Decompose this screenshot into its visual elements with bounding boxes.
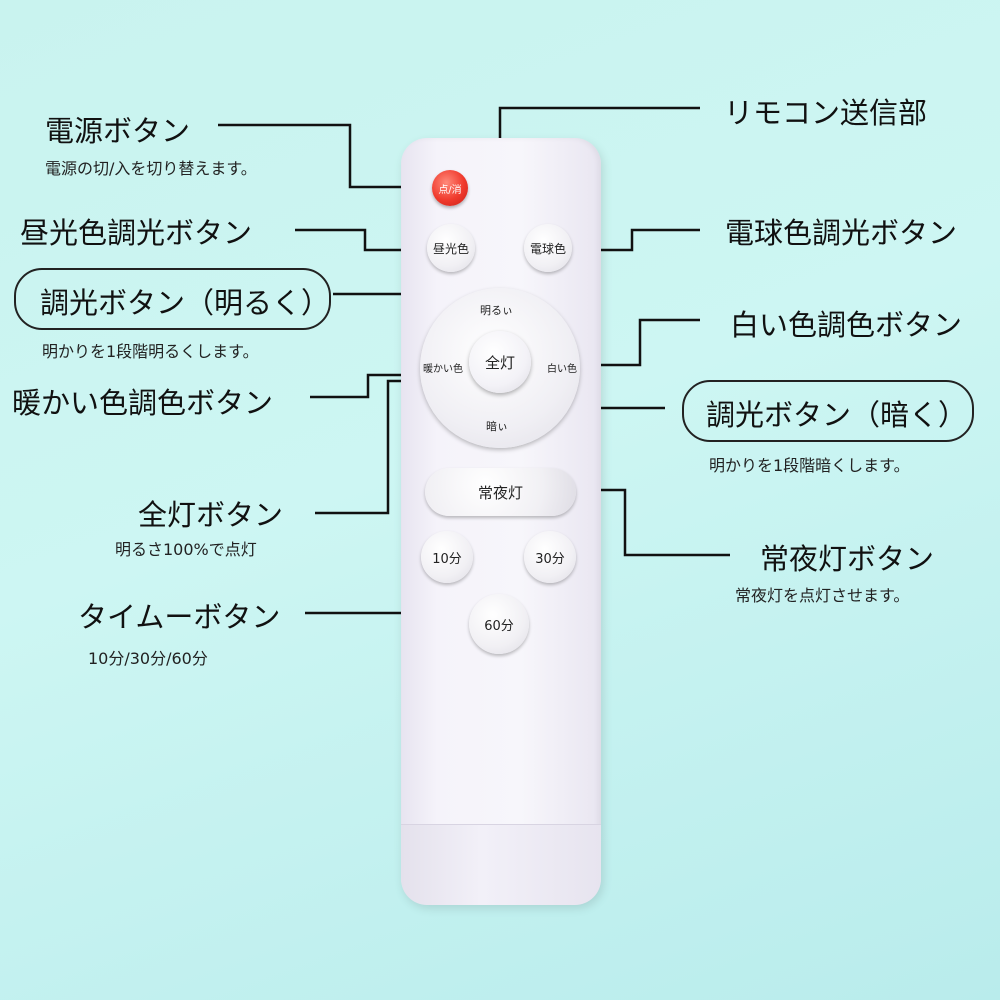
dimmer-ring: 明るぃ 暖かい色 白い色 暗ぃ 全灯 [420, 288, 580, 448]
white-title: 白い色調色ボタン [730, 308, 963, 342]
dark-button[interactable]: 暗ぃ [486, 420, 508, 433]
remote-bottom-cap [401, 824, 601, 905]
night-desc: 常夜灯を点灯させます。 [735, 586, 910, 605]
dark-title: 調光ボタン（暗く） [682, 380, 974, 442]
full-desc: 明るさ100%で点灯 [115, 540, 257, 559]
warm-color-button[interactable]: 暖かい色 [423, 364, 463, 375]
remote-control: 点/消 昼光色 電球色 明るぃ 暖かい色 白い色 暗ぃ 全灯 常夜灯 10分 3… [401, 138, 601, 905]
power-title: 電源ボタン [45, 114, 191, 148]
daylight-title: 昼光色調光ボタン [20, 216, 253, 250]
timer-10-button[interactable]: 10分 [421, 531, 473, 583]
leader-white [590, 318, 700, 367]
leader-transmitter [498, 106, 700, 140]
full-title: 全灯ボタン [138, 498, 284, 532]
timer-60-label: 60分 [484, 618, 514, 634]
timer-30-button[interactable]: 30分 [524, 531, 576, 583]
power-desc: 電源の切/入を切り替えます。 [45, 159, 257, 178]
bulb-title: 電球色調光ボタン [725, 216, 958, 250]
night-light-button[interactable]: 常夜灯 [425, 468, 576, 516]
white-color-button[interactable]: 白い色 [547, 364, 577, 375]
warm-title: 暖かい色調色ボタン [12, 386, 274, 420]
bright-button[interactable]: 明るぃ [480, 304, 513, 317]
full-light-label: 全灯 [484, 353, 515, 372]
bulb-color-button-label: 電球色 [529, 241, 566, 256]
power-button[interactable]: 点/消 [432, 170, 468, 206]
timer-60-button[interactable]: 60分 [469, 594, 529, 654]
timer-desc: 10分/30分/60分 [88, 649, 208, 668]
full-light-button[interactable]: 全灯 [469, 331, 531, 393]
timer-10-label: 10分 [432, 551, 462, 567]
night-title: 常夜灯ボタン [760, 542, 935, 576]
dark-desc: 明かりを1段階暗くします。 [709, 456, 910, 475]
daylight-button-label: 昼光色 [432, 241, 469, 256]
timer-30-label: 30分 [535, 551, 565, 567]
night-light-label: 常夜灯 [477, 483, 523, 502]
bulb-color-button[interactable]: 電球色 [524, 224, 572, 272]
bright-title: 調光ボタン（明るく） [14, 268, 331, 330]
timer-title: タイムーボタン [78, 600, 281, 634]
daylight-button[interactable]: 昼光色 [427, 224, 475, 272]
bright-desc: 明かりを1段階明るくします。 [42, 342, 259, 361]
transmitter-title: リモコン送信部 [724, 96, 928, 130]
